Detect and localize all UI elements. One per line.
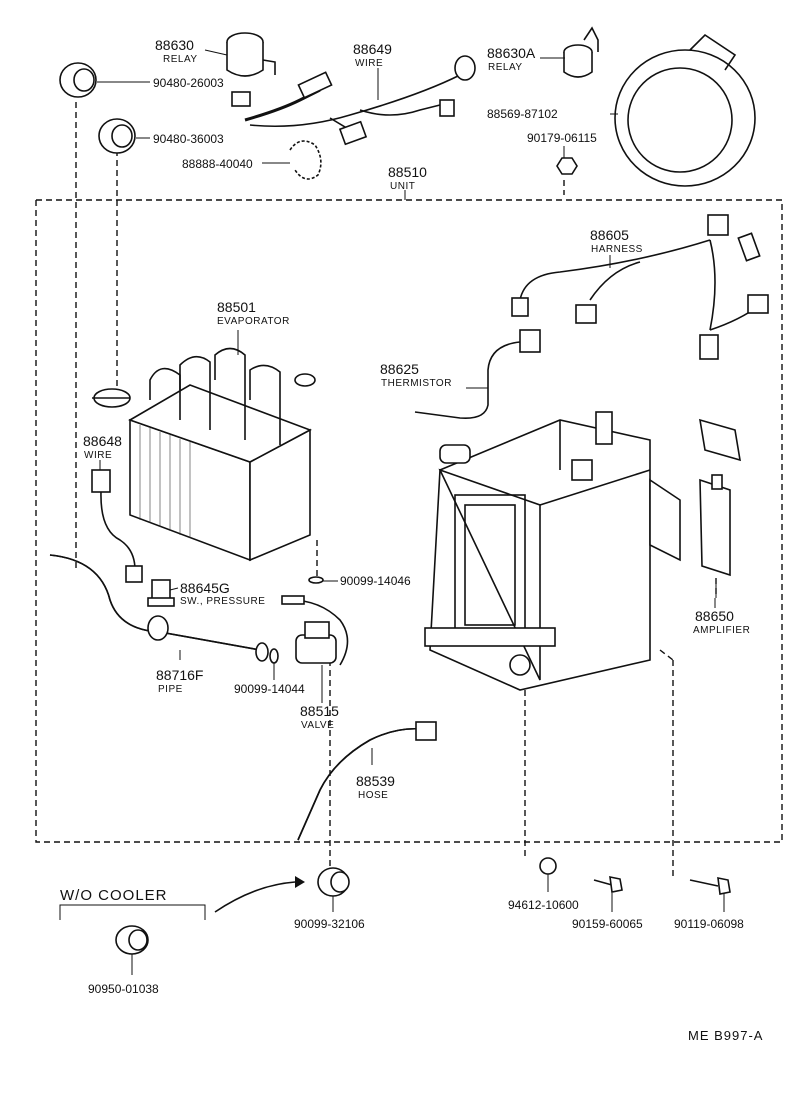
thermistor-88625-drawing xyxy=(414,329,541,420)
screw-90159-60065-drawing xyxy=(593,875,623,893)
part-number: 90159-60065 xyxy=(572,917,643,931)
part-number: 88645G xyxy=(180,580,230,596)
part-number: 88501 xyxy=(217,299,256,315)
callout-plug-90950-01038: 90950-01038 xyxy=(88,982,159,996)
part-number: 88649 xyxy=(353,41,392,57)
wire-88648-drawing xyxy=(91,469,143,583)
part-number: 88569-87102 xyxy=(487,107,558,121)
part-number: 88648 xyxy=(83,433,122,449)
part-name: EVAPORATOR xyxy=(217,316,290,327)
unit-boundary xyxy=(35,190,783,843)
callout-pipe-88716f: 88716F PIPE xyxy=(156,667,203,695)
part-number: 88625 xyxy=(380,361,419,377)
plug-90950-01038-drawing xyxy=(115,925,149,955)
part-name: THERMISTOR xyxy=(381,378,452,389)
part-number: 90480-26003 xyxy=(153,76,224,90)
part-number: 88510 xyxy=(388,164,427,180)
drawing-code: ME B997-A xyxy=(688,1028,763,1043)
callout-grommet-90480-26003: 90480-26003 xyxy=(153,76,224,90)
callout-valve-88515: 88515 VALVE xyxy=(300,703,339,731)
duct-ring-drawing xyxy=(614,33,756,187)
evaporator-fins xyxy=(139,425,191,538)
grommet-90099-32106-drawing xyxy=(317,867,350,897)
part-number: 90099-14044 xyxy=(234,682,305,696)
clip-88888-40040-drawing xyxy=(289,140,322,180)
part-number: 90099-14046 xyxy=(340,574,411,588)
grommet-90480-36003-drawing xyxy=(98,118,136,154)
relay-88630a-drawing xyxy=(563,26,599,78)
part-number: 88716F xyxy=(156,667,203,683)
callout-wire-88648: 88648 WIRE xyxy=(83,433,122,461)
callout-oring-90099-14046: 90099-14046 xyxy=(340,574,411,588)
callout-relay-88630: 88630 RELAY xyxy=(155,37,198,65)
part-number: 88515 xyxy=(300,703,339,719)
callout-switch-88645g: 88645G SW., PRESSURE xyxy=(180,580,265,607)
grommet-90480-26003-drawing xyxy=(59,62,97,98)
bolt-90119-06098-drawing xyxy=(689,876,731,895)
valve-88515-drawing xyxy=(281,595,349,666)
part-name: PIPE xyxy=(158,684,183,695)
callout-washer-94612-10600: 94612-10600 xyxy=(508,898,579,912)
pipe-88716f-drawing xyxy=(49,554,269,662)
part-number: 88605 xyxy=(590,227,629,243)
callout-harness-88605: 88605 HARNESS xyxy=(590,227,643,255)
switch-88645g-drawing xyxy=(147,579,175,607)
part-number: 90119-06098 xyxy=(674,917,744,931)
part-number: 88888-40040 xyxy=(182,157,253,171)
part-name: UNIT xyxy=(390,181,415,192)
leader-dashes xyxy=(75,102,717,880)
harness-88605-drawing xyxy=(511,214,769,360)
part-number: 88630A xyxy=(487,45,536,61)
part-number: 90480-36003 xyxy=(153,132,224,146)
washer-94612-10600-drawing xyxy=(539,857,557,875)
part-name: WIRE xyxy=(355,58,383,69)
part-number: 90179-06115 xyxy=(527,131,597,145)
callout-bolt-90119-06098: 90119-06098 xyxy=(674,917,744,931)
part-name: HARNESS xyxy=(591,244,643,255)
wo-cooler-bracket xyxy=(59,876,305,920)
arrow-head-icon xyxy=(295,876,305,888)
part-number: 88650 xyxy=(695,608,734,624)
part-name: AMPLIFIER xyxy=(693,625,750,636)
part-name: VALVE xyxy=(301,720,334,731)
oring-90099-14044-drawing xyxy=(269,648,279,664)
cooling-unit-drawing xyxy=(424,411,681,691)
leader-lines xyxy=(97,49,725,975)
nut-90179-06115-drawing xyxy=(556,157,578,175)
callout-nut-90179-06115: 90179-06115 xyxy=(527,131,597,145)
callout-clip-88888-40040: 88888-40040 xyxy=(182,157,253,171)
wo-cooler-label: W/O COOLER xyxy=(60,887,168,904)
callout-evaporator-88501: 88501 EVAPORATOR xyxy=(217,299,290,327)
callout-relay-88630a: 88630A RELAY xyxy=(487,45,536,73)
callout-amplifier-88650: 88650 AMPLIFIER xyxy=(693,608,750,636)
callout-oring-90099-14044: 90099-14044 xyxy=(234,682,305,696)
part-number: 94612-10600 xyxy=(508,898,579,912)
wire-88649-drawing xyxy=(244,55,476,146)
callout-wire-88649: 88649 WIRE xyxy=(353,41,392,69)
evaporator-88501-drawing xyxy=(92,347,316,562)
part-number: 88539 xyxy=(356,773,395,789)
part-name: WIRE xyxy=(84,450,112,461)
callout-screw-90159-60065: 90159-60065 xyxy=(572,917,643,931)
oring-90099-14046-drawing xyxy=(308,576,324,584)
amplifier-88650-drawing xyxy=(699,418,741,598)
part-number: 90099-32106 xyxy=(294,917,365,931)
part-number: 90950-01038 xyxy=(88,982,159,996)
part-name: RELAY xyxy=(488,62,523,73)
hose-88539-drawing xyxy=(297,721,437,841)
relay-88630-drawing xyxy=(226,32,276,107)
part-name: HOSE xyxy=(358,790,388,801)
callout-grommet-90099-32106: 90099-32106 xyxy=(294,917,365,931)
callout-duct-88569-87102: 88569-87102 xyxy=(487,107,558,121)
part-number: 88630 xyxy=(155,37,194,53)
callout-unit-88510: 88510 UNIT xyxy=(388,164,427,192)
callout-hose-88539: 88539 HOSE xyxy=(356,773,395,801)
part-name: SW., PRESSURE xyxy=(180,596,265,607)
callout-thermistor-88625: 88625 THERMISTOR xyxy=(380,361,452,389)
callout-grommet-90480-36003: 90480-36003 xyxy=(153,132,224,146)
part-name: RELAY xyxy=(163,54,198,65)
